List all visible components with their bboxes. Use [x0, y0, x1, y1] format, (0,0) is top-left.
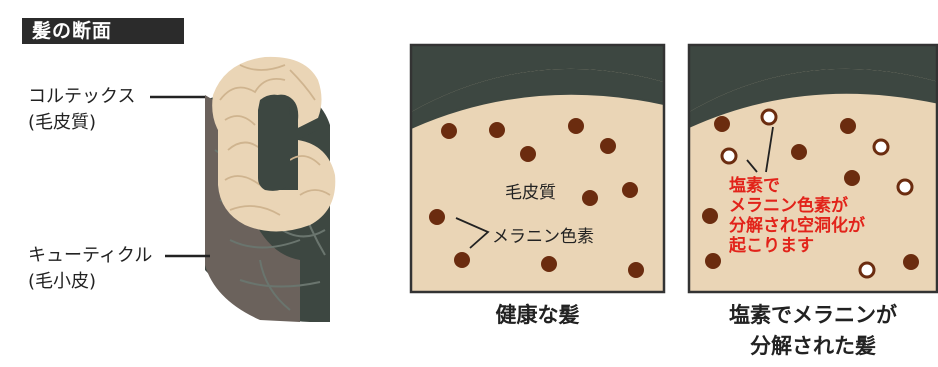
melanin-dots-damaged	[702, 116, 919, 270]
diagram-title: 髪の断面	[22, 18, 184, 44]
healthy-hair-caption: 健康な髪	[495, 303, 580, 327]
damaged-hair-caption: 塩素でメラニンが 分解された髪	[729, 303, 897, 358]
cuticle-label: キューティクル (毛小皮)	[28, 245, 153, 292]
panel-healthy-hair	[409, 43, 666, 294]
melanin-dots-healthy	[429, 118, 644, 278]
cortex-inner-label: 毛皮質	[505, 183, 556, 203]
hollow-cavities	[720, 108, 914, 279]
cortex-label: コルテックス (毛皮質)	[28, 86, 136, 133]
cortex-cut-face	[212, 56, 336, 232]
melanin-label: メラニン色素	[492, 227, 594, 247]
melanin-pointer	[455, 217, 490, 249]
cavity-pointer	[746, 126, 774, 173]
panel-damaged-hair	[687, 43, 938, 294]
chlorine-annotation: 塩素で メラニン色素が 分解され空洞化が 起こります	[729, 176, 865, 256]
